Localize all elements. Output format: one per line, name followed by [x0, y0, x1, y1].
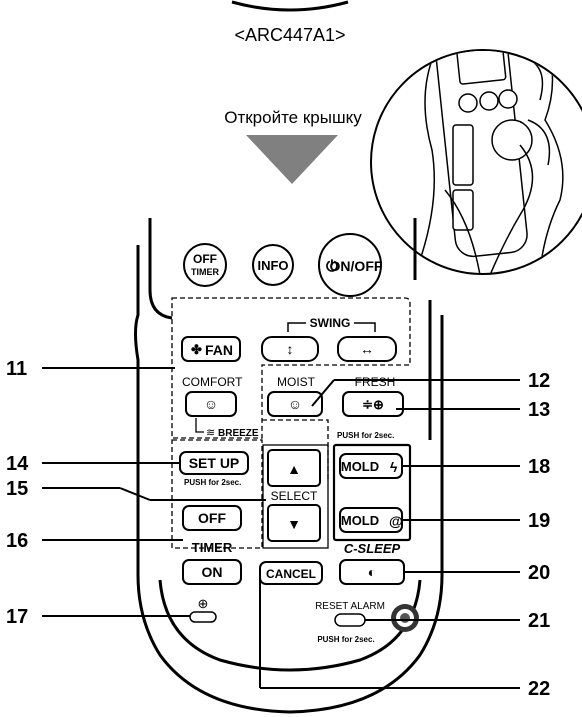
swing-horizontal-icon: ↔ [360, 341, 374, 357]
timer-off-label: OFF [198, 510, 226, 526]
swing-label: SWING [310, 316, 351, 330]
fan-icon: ✤ [191, 342, 202, 357]
clock-button[interactable] [189, 611, 217, 623]
mold-proof-label: MOLD [341, 513, 379, 528]
select-up-button[interactable]: ▲ [267, 449, 321, 487]
fresh-button[interactable]: ≑⊕ [342, 391, 404, 417]
info-label: INFO [257, 258, 288, 273]
clock-icon: ⊕ [198, 596, 209, 611]
select-label: SELECT [271, 489, 318, 503]
csleep-button[interactable]: ◐ [339, 559, 405, 585]
callout-numbers: 11 12 13 14 15 16 17 18 19 20 21 22 [6, 358, 550, 700]
swing-label-bg [306, 316, 354, 330]
model-label: <ARC447A1> [234, 25, 345, 45]
callout-22: 22 [528, 678, 550, 700]
leader-lines [42, 367, 520, 689]
cancel-button[interactable]: CANCEL [259, 561, 323, 585]
moist-label: MOIST [277, 375, 316, 389]
power-icon: ⏻ [326, 258, 338, 275]
breeze-icon: ≋ [206, 427, 215, 439]
reset-alarm-button[interactable] [334, 613, 366, 627]
breeze-label: BREEZE [218, 428, 259, 439]
off-timer-button[interactable]: OFF TIMER [183, 243, 227, 287]
fresh-icon: ≑⊕ [362, 397, 384, 412]
callout-17: 17 [6, 606, 28, 628]
comfort-button[interactable]: ☺ [185, 391, 237, 417]
callout-14: 14 [6, 453, 29, 475]
select-label-bg [266, 488, 324, 503]
remote-body [134, 218, 444, 714]
off-timer-label-bottom: TIMER [191, 267, 219, 277]
mold-proof-button[interactable]: MOLD @ [339, 507, 403, 533]
sleep-icon: ◐ [368, 564, 376, 580]
setup-push-label: PUSH for 2sec. [184, 478, 241, 487]
callout-20: 20 [528, 562, 550, 584]
on-off-label: ON/OFF [330, 258, 383, 274]
fan-label: FAN [205, 342, 233, 358]
callout-11: 11 [6, 358, 27, 380]
timer-label: TIMER [192, 540, 233, 555]
setup-button[interactable]: SET UP [179, 451, 249, 475]
info-button[interactable]: INFO [252, 244, 294, 286]
mold-proof-icon: @ [389, 513, 403, 529]
fresh-push-label: PUSH for 2sec. [337, 431, 394, 440]
callout-18: 18 [528, 456, 550, 478]
callout-13: 13 [528, 399, 550, 421]
setup-label: SET UP [189, 455, 240, 471]
arrow-down-icon: ▼ [287, 516, 301, 532]
comfort-icon: ☺ [204, 396, 218, 412]
on-off-button[interactable]: ⏻ ON/OFF [318, 233, 383, 297]
timer-off-button[interactable]: OFF [182, 505, 242, 531]
instruction-label: Откройте крышку [224, 108, 362, 127]
swing-horizontal-button[interactable]: ↔ [337, 336, 397, 362]
timer-on-label: ON [202, 564, 223, 580]
callout-16: 16 [6, 530, 28, 552]
csleep-label: C-SLEEP [344, 541, 401, 556]
swing-vertical-icon: ↕ [287, 341, 294, 357]
mold-frame [332, 443, 412, 542]
callout-19: 19 [528, 510, 550, 532]
mold-dry-button[interactable]: MOLD ϟ [339, 453, 403, 479]
arrow-up-icon: ▲ [287, 461, 301, 477]
callout-12: 12 [528, 370, 550, 392]
callout-21: 21 [528, 610, 550, 632]
inset-hand-illustration [370, 49, 582, 275]
off-timer-label-top: OFF [193, 252, 217, 266]
reset-push-label: PUSH for 2sec. [317, 635, 374, 644]
fresh-label: FRESH [355, 375, 396, 389]
remote-top-arc [231, 0, 349, 12]
moist-button[interactable]: ☺ [267, 391, 323, 417]
reset-alarm-label: RESET ALARM [315, 601, 385, 612]
breeze-bracket [195, 418, 204, 433]
mold-dry-label: MOLD [341, 459, 379, 474]
down-arrow-icon [246, 135, 338, 184]
callout-15: 15 [6, 478, 28, 500]
cancel-label: CANCEL [266, 567, 316, 581]
comfort-label: COMFORT [182, 375, 243, 389]
fan-button[interactable]: ✤ FAN [181, 336, 241, 362]
mold-dry-icon: ϟ [390, 459, 398, 475]
select-frame [262, 444, 329, 549]
timer-on-button[interactable]: ON [182, 559, 242, 585]
swing-vertical-button[interactable]: ↕ [261, 336, 319, 362]
moist-icon: ☺ [288, 396, 302, 412]
sensor-icon [391, 604, 419, 632]
select-down-button[interactable]: ▼ [267, 504, 321, 542]
